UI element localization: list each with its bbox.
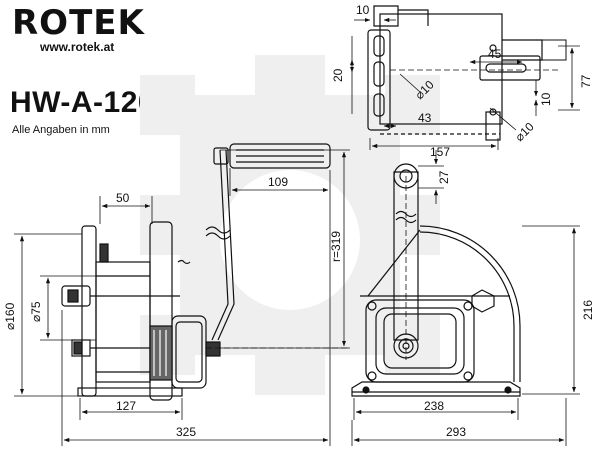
dim-r319: r=319 bbox=[329, 231, 343, 262]
dim-left-50: 50 bbox=[116, 191, 130, 205]
dim-top-20: 20 bbox=[331, 68, 345, 82]
dim-top-10: 10 bbox=[356, 3, 370, 17]
gear-watermark-icon bbox=[140, 55, 440, 395]
dim-top-77: 77 bbox=[579, 74, 593, 88]
units-note: Alle Angaben in mm bbox=[12, 124, 110, 136]
dim-left-75: ⌀75 bbox=[29, 301, 43, 322]
dim-left-325: 325 bbox=[176, 425, 196, 439]
top-dimensions bbox=[349, 17, 580, 150]
dim-handle-27: 27 bbox=[437, 170, 451, 184]
dim-handle-109: 109 bbox=[268, 175, 288, 189]
brand-url: www.rotek.at bbox=[40, 40, 115, 54]
dim-left-127: 127 bbox=[116, 399, 136, 413]
right-dimensions bbox=[351, 150, 580, 446]
dim-top-43: 43 bbox=[418, 111, 432, 125]
left-dimensions bbox=[14, 149, 350, 446]
dim-top-10b: 10 bbox=[539, 92, 553, 106]
dim-right-293: 293 bbox=[446, 425, 466, 439]
dim-left-160: ⌀160 bbox=[3, 302, 17, 330]
dim-top-hole-2: ⌀10 bbox=[512, 119, 537, 144]
dim-top-157: 157 bbox=[430, 145, 450, 159]
right-front-view bbox=[351, 163, 521, 397]
rotek-logo: ROTEK bbox=[12, 3, 145, 43]
dim-right-216: 216 bbox=[581, 300, 595, 320]
dim-right-238: 238 bbox=[424, 399, 444, 413]
dim-top-45: 45 bbox=[488, 47, 502, 61]
